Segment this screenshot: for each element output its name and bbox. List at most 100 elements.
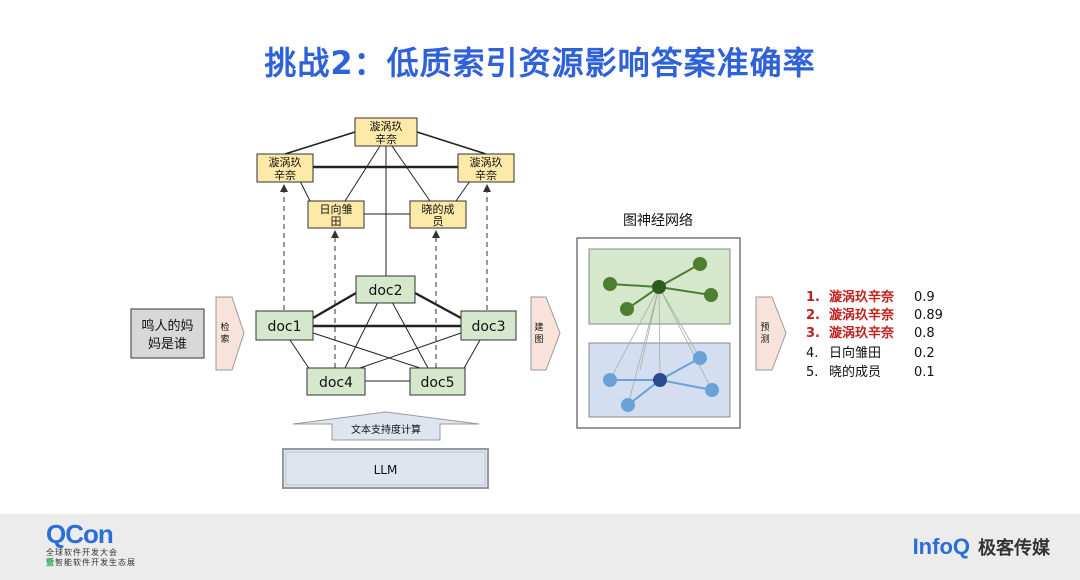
edge-top-hinata [344, 145, 381, 202]
svg-text:0.9: 0.9 [914, 290, 935, 305]
support-label: 文本支持度计算 [351, 423, 421, 436]
edge-doc1-doc2 [312, 291, 357, 320]
gnn-blue-node [693, 351, 707, 365]
gnn-green-node-center [652, 280, 666, 294]
svg-text:0.8: 0.8 [914, 326, 935, 341]
edge-left-hinata [299, 180, 311, 202]
qcon-logo: QCon 全球软件开发大会 暨智能软件开发生态展 [46, 520, 136, 568]
svg-text:晓的成员: 晓的成员 [829, 364, 881, 380]
entity-right-line1: 漩涡玖 [470, 156, 503, 169]
gnn-title: 图神经网络 [623, 213, 693, 229]
entity-hinata: 日向雏 田 [307, 200, 365, 229]
edge-doc2-doc4 [344, 301, 379, 369]
qcon-mark: 暨 [46, 558, 55, 567]
entity-right-line2: 辛奈 [475, 168, 497, 182]
svg-text:doc2: doc2 [368, 283, 402, 299]
gnn-panel [576, 237, 741, 429]
svg-text:doc1: doc1 [267, 319, 301, 335]
result-item-4: 4. 日向雏田 0.2 [806, 345, 935, 361]
doc-node-5: doc5 [409, 367, 466, 396]
support-arrows [280, 184, 491, 368]
doc-node-2: doc2 [355, 275, 416, 304]
entity-xiao-line1: 晓的成 [422, 202, 455, 216]
qcon-subtitle: 全球软件开发大会 [46, 548, 118, 557]
edge-doc2-doc3 [414, 291, 462, 320]
build-graph-arrow: 建 图 [530, 296, 561, 371]
svg-text:3.: 3. [806, 326, 820, 341]
gnn-green-node [704, 288, 718, 302]
page-title: 挑战2：低质索引资源影响答案准确率 [264, 44, 816, 82]
entity-top-line1: 漩涡玖 [370, 120, 403, 133]
gnn-blue-node [705, 383, 719, 397]
svg-text:doc5: doc5 [420, 375, 454, 391]
edge-doc1-doc5 [312, 332, 421, 369]
gnn-blue-node-center [653, 373, 667, 387]
predict-arrow: 预 测 [755, 296, 787, 371]
svg-text:0.2: 0.2 [914, 346, 935, 361]
entity-left-line2: 辛奈 [274, 168, 296, 182]
entity-left-line1: 漩涡玖 [269, 156, 302, 169]
svg-text:检: 检 [220, 321, 229, 333]
result-item-2: 2. 漩涡玖辛奈 0.89 [806, 307, 943, 323]
entity-xiao: 晓的成 员 [409, 200, 467, 229]
edge-left-top [284, 131, 356, 155]
entity-hinata-line2: 田 [331, 215, 342, 228]
svg-text:预: 预 [760, 322, 769, 333]
gnn-green-node [603, 277, 617, 291]
svg-text:漩涡玖辛奈: 漩涡玖辛奈 [829, 307, 895, 323]
edge-doc3-doc5 [462, 339, 481, 371]
results-list: 1. 漩涡玖辛奈 0.9 2. 漩涡玖辛奈 0.89 3. 漩涡玖辛奈 0.8 … [806, 289, 943, 380]
entity-xiao-line2: 员 [433, 215, 444, 228]
svg-text:日向雏田: 日向雏田 [829, 345, 881, 361]
edge-top-xiao [391, 145, 431, 202]
llm-box: LLM [282, 448, 489, 489]
entity-right: 漩涡玖 辛奈 [457, 153, 515, 183]
llm-label: LLM [374, 463, 398, 477]
edge-doc1-doc4 [289, 339, 311, 371]
result-item-1: 1. 漩涡玖辛奈 0.9 [806, 289, 935, 305]
qcon-subtitle-2-text: 智能软件开发生态展 [55, 558, 136, 567]
entity-left: 漩涡玖 辛奈 [256, 153, 314, 183]
svg-text:5.: 5. [806, 365, 818, 380]
gnn-green-node [693, 257, 707, 271]
infoq-logo: InfoQ 极客传媒 [913, 534, 1050, 560]
gnn-blue-node [603, 373, 617, 387]
qcon-wordmark: QCon [46, 519, 114, 549]
query-box: 鸣人的妈 妈是谁 [130, 308, 205, 359]
edge-top-right [416, 131, 487, 155]
qcon-subtitle-2: 暨智能软件开发生态展 [46, 558, 136, 568]
svg-text:2.: 2. [806, 308, 820, 323]
support-arrow: 文本支持度计算 [292, 411, 480, 441]
svg-text:索: 索 [220, 333, 229, 345]
svg-text:测: 测 [760, 334, 769, 345]
entity-hinata-line1: 日向雏 [320, 202, 353, 216]
svg-text:0.1: 0.1 [914, 365, 935, 380]
infoq-company-name: 极客传媒 [978, 538, 1050, 559]
svg-text:doc3: doc3 [471, 319, 505, 335]
doc-node-1: doc1 [255, 310, 314, 341]
entity-top-line2: 辛奈 [375, 132, 397, 146]
result-item-5: 5. 晓的成员 0.1 [806, 364, 935, 380]
footer-bar: QCon 全球软件开发大会 暨智能软件开发生态展 InfoQ 极客传媒 [0, 514, 1080, 580]
doc-edges [289, 291, 481, 382]
query-line1: 鸣人的妈 [141, 318, 193, 334]
svg-text:0.89: 0.89 [914, 308, 943, 323]
doc-node-3: doc3 [460, 310, 517, 341]
edge-doc3-doc4 [359, 332, 462, 369]
entity-top: 漩涡玖 辛奈 [354, 117, 418, 147]
infoq-wordmark: InfoQ [912, 534, 970, 559]
svg-text:建: 建 [534, 321, 543, 333]
svg-text:doc4: doc4 [319, 375, 353, 391]
edge-right-xiao [455, 180, 471, 202]
gnn-blue-node [621, 398, 635, 412]
doc-node-4: doc4 [306, 367, 366, 396]
query-line2: 妈是谁 [148, 337, 187, 352]
svg-text:漩涡玖辛奈: 漩涡玖辛奈 [829, 289, 895, 305]
svg-text:漩涡玖辛奈: 漩涡玖辛奈 [829, 325, 895, 341]
gnn-green-node [620, 302, 634, 316]
result-item-3: 3. 漩涡玖辛奈 0.8 [806, 325, 935, 341]
svg-text:图: 图 [534, 334, 543, 345]
search-arrow: 检 索 [215, 296, 245, 371]
rag-diagram: 漩涡玖 辛奈 漩涡玖 辛奈 漩涡玖 辛奈 日向雏 田 晓的成 员 doc1 do… [130, 117, 943, 489]
svg-text:4.: 4. [806, 346, 818, 361]
